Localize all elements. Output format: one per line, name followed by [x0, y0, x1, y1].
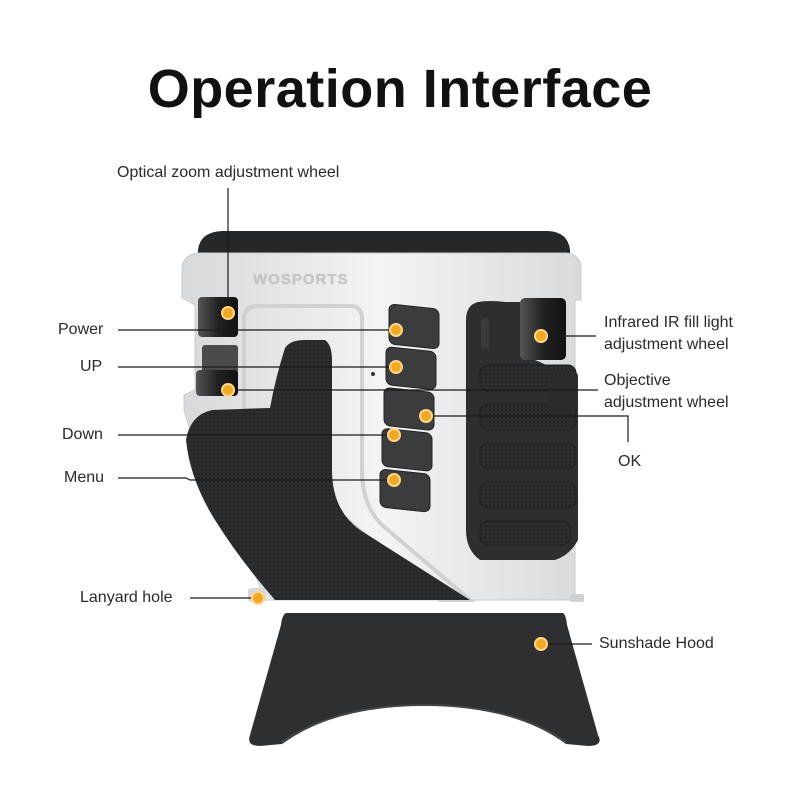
brand-logo: WOSPORTS: [253, 271, 349, 288]
menu-button: [379, 469, 431, 513]
ok-button: [383, 387, 435, 431]
label-lanyard: Lanyard hole: [80, 589, 173, 606]
down-dot: [387, 428, 401, 442]
left-grip: [186, 340, 470, 600]
page-title: Operation Interface: [147, 59, 653, 119]
up-button: [385, 346, 437, 390]
objective-wheel: [548, 372, 578, 410]
label-sunshade: Sunshade Hood: [599, 635, 714, 652]
menu-dot: [387, 473, 401, 487]
label-menu: Menu: [64, 469, 105, 486]
lanyard-dot: [251, 591, 265, 605]
label-ir-wheel-line1: Infrared IR fill light: [604, 314, 733, 331]
zoom-wheel-dot: [221, 306, 235, 320]
sunshade-hood: [249, 613, 600, 746]
callout-dots: [221, 306, 548, 651]
power-button: [388, 303, 440, 350]
objective-dot: [221, 383, 235, 397]
label-ok: OK: [618, 453, 642, 470]
label-ir-wheel-line2: adjustment wheel: [604, 336, 729, 353]
label-down: Down: [62, 426, 103, 443]
power-dot: [389, 323, 403, 337]
sunshade-dot: [534, 637, 548, 651]
up-dot: [389, 360, 403, 374]
label-objective-line1: Objective: [604, 372, 671, 389]
label-up: UP: [80, 358, 103, 375]
ir-wheel: [520, 298, 566, 360]
leader-lines: [118, 188, 629, 645]
ok-dot: [419, 409, 433, 423]
label-zoom-wheel: Optical zoom adjustment wheel: [117, 164, 340, 181]
ir-wheel-dot: [534, 329, 548, 343]
label-objective-line2: adjustment wheel: [604, 394, 729, 411]
label-power: Power: [58, 321, 104, 338]
